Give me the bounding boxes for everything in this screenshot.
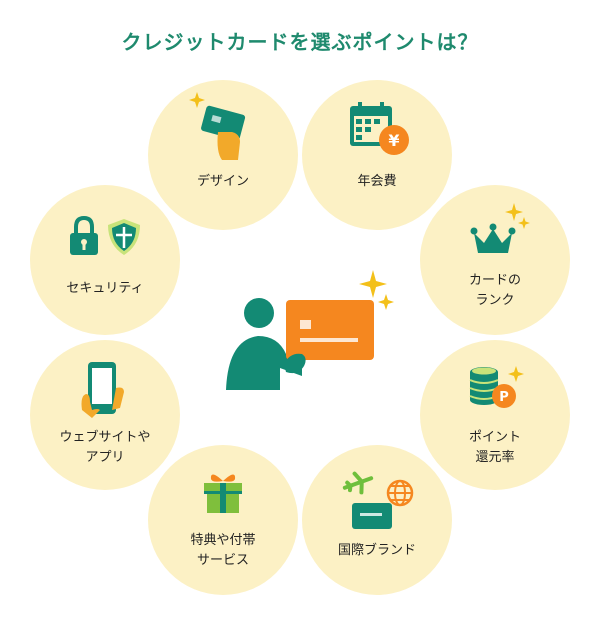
label-international-brand: 国際ブランド xyxy=(337,543,416,558)
point-reward-rate: P ポイント 還元率 xyxy=(420,340,570,490)
point-website-app: ウェブサイトや アプリ xyxy=(30,340,180,490)
label-benefits-services: 特典や付帯 サービス xyxy=(190,533,256,568)
point-security: セキュリティ xyxy=(30,185,180,335)
point-annual-fee: ¥ 年会費 xyxy=(302,80,452,230)
hand-holding-card-icon xyxy=(189,92,246,160)
crown-icon xyxy=(470,203,530,253)
gift-icon xyxy=(204,474,242,513)
smartphone-hand-icon xyxy=(81,362,124,418)
svg-text:¥: ¥ xyxy=(388,131,399,150)
point-benefits-services: 特典や付帯 サービス xyxy=(148,445,298,595)
page-title: クレジットカードを選ぶポイントは？ xyxy=(121,30,479,54)
point-coins-icon: P xyxy=(469,366,524,408)
label-website-app: ウェブサイトや アプリ xyxy=(59,430,151,465)
label-security: セキュリティ xyxy=(66,281,144,296)
person-with-card-illustration xyxy=(220,268,400,398)
point-international-brand: 国際ブランド xyxy=(302,445,452,595)
airplane-globe-card-icon xyxy=(342,471,414,529)
label-design: デザイン xyxy=(196,174,249,189)
label-reward-rate: ポイント 還元率 xyxy=(468,430,521,465)
label-card-rank: カードの ランク xyxy=(468,273,521,308)
calendar-yen-icon: ¥ xyxy=(350,102,409,155)
svg-text:P: P xyxy=(499,390,509,405)
label-annual-fee: 年会費 xyxy=(357,174,397,189)
point-card-rank: カードの ランク xyxy=(420,185,570,335)
lock-shield-icon xyxy=(70,215,140,255)
point-design: デザイン xyxy=(148,80,298,230)
